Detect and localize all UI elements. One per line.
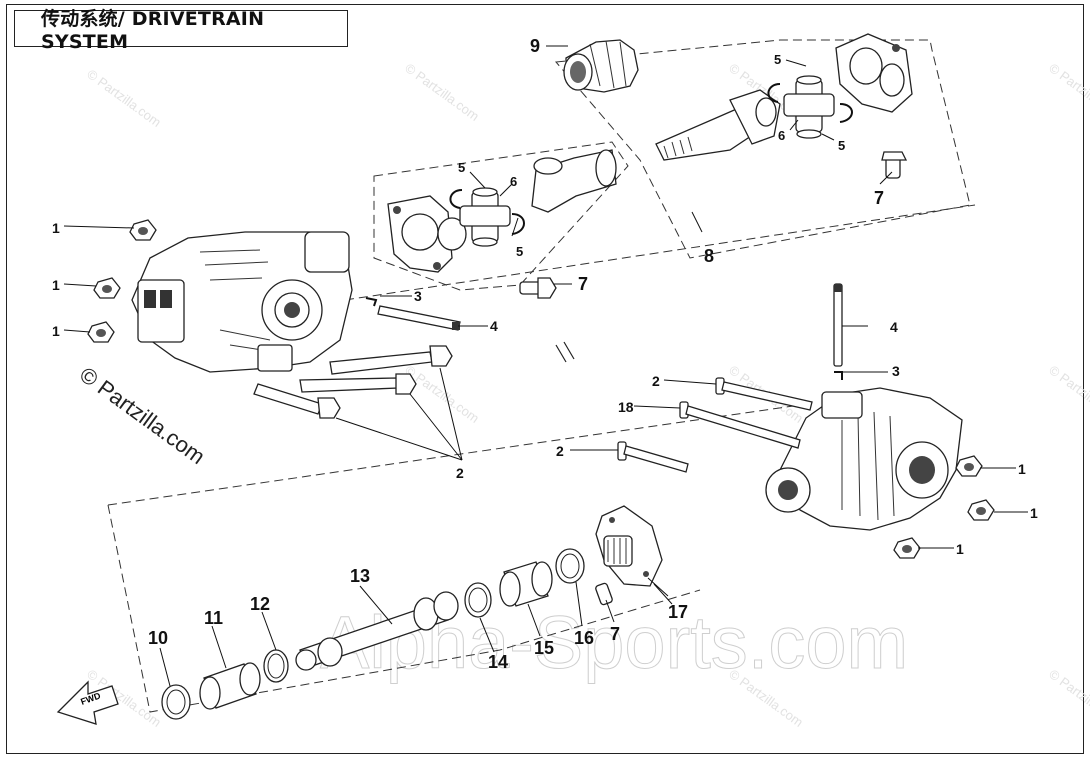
watermark-small-10: © Partzilla.com: [1046, 666, 1090, 730]
callout-14: 14: [488, 652, 508, 672]
forward-direction-arrow: FWD: [56, 680, 119, 725]
callout-3a: 3: [414, 288, 422, 304]
callout-10: 10: [148, 628, 168, 648]
slip-yoke-front: [531, 149, 617, 213]
callout-7b: 7: [874, 188, 884, 208]
callout-1c: 1: [52, 323, 60, 339]
callout-1d: 1: [1018, 461, 1026, 477]
front-differential-housing: [131, 231, 353, 373]
bolt-rear-long-2: [679, 401, 801, 449]
callout-2a: 2: [456, 465, 464, 481]
callout-1a: 1: [52, 220, 60, 236]
flange-yoke-front: [387, 195, 467, 273]
callout-13: 13: [350, 566, 370, 586]
callout-2c: 2: [556, 443, 564, 459]
callout-9: 9: [530, 36, 540, 56]
nut-rear-1: [955, 455, 983, 477]
spline-shaft-rear: [655, 89, 781, 161]
watermark-small-4: © Partzilla.com: [1046, 60, 1090, 124]
callout-3b: 3: [892, 363, 900, 379]
callout-4b: 4: [890, 319, 898, 335]
nut-rear-3: [893, 537, 921, 559]
bearing-15: [499, 561, 553, 607]
o-ring-14: [464, 582, 492, 618]
snap-ring-rear-2: [839, 103, 853, 123]
snap-ring-front-1: [449, 189, 463, 209]
diagram-frame: [6, 4, 1084, 754]
callout-8: 8: [704, 246, 714, 266]
callout-4a: 4: [490, 318, 498, 334]
callout-1f: 1: [956, 541, 964, 557]
o-ring-12: [263, 649, 289, 683]
callout-7a: 7: [578, 274, 588, 294]
dashed-link-long: [344, 204, 976, 301]
dashed-outline-rear-propshaft: [554, 39, 971, 259]
clip-front: [365, 297, 378, 307]
dashed-outline-axle: [107, 404, 801, 713]
watermark-small-1: © Partzilla.com: [84, 66, 164, 130]
callout-7c: 7: [610, 624, 620, 644]
callout-1b: 1: [52, 277, 60, 293]
clip-rear: [834, 371, 843, 380]
nut-rear-2: [967, 499, 995, 521]
bolt-front-long-2: [299, 373, 417, 395]
seal-ring-10: [161, 684, 191, 720]
callout-16: 16: [574, 628, 594, 648]
watermark-small-7: © Partzilla.com: [1046, 362, 1090, 426]
drive-shaft: [295, 591, 459, 671]
snap-ring-rear-1: [767, 83, 781, 103]
dashed-outline-front-propshaft: [373, 141, 629, 291]
callout-6b: 6: [778, 128, 785, 143]
break-mark: [555, 341, 575, 363]
bearing-sleeve-11: [199, 662, 261, 710]
callout-5c: 5: [774, 52, 781, 67]
bolt-rear-long-3: [617, 441, 689, 473]
callout-5a: 5: [458, 160, 465, 175]
flange-yoke-rear: [835, 33, 913, 113]
callout-17: 17: [668, 602, 688, 622]
leader-lines: [63, 45, 1028, 687]
pin-front: [377, 305, 461, 331]
diagram-title: 传动系统/ DRIVETRAIN SYSTEM: [14, 8, 348, 53]
universal-joint-rear: [783, 75, 835, 139]
callout-18: 18: [618, 399, 634, 415]
callout-15: 15: [534, 638, 554, 658]
bolt-propshaft-rear: [881, 151, 908, 179]
callout-12: 12: [250, 594, 270, 614]
seal-ring-16: [555, 548, 585, 584]
rear-differential-housing: [765, 387, 963, 531]
callout-2b: 2: [652, 373, 660, 389]
rubber-boot: [563, 39, 639, 93]
snap-ring-front-2: [511, 213, 525, 235]
callout-5d: 5: [838, 138, 845, 153]
pin-rear: [833, 283, 843, 367]
bolt-propshaft-front: [519, 277, 557, 299]
bolt-rear-long-1: [715, 377, 813, 411]
bolt-front-long-1: [329, 345, 453, 375]
watermark-small-2: © Partzilla.com: [402, 60, 482, 124]
universal-joint-front: [459, 187, 511, 247]
callout-1e: 1: [1030, 505, 1038, 521]
watermark-small-5: © Partzilla.com: [402, 362, 482, 426]
bolt-front-long-3: [253, 383, 341, 419]
output-flange: [595, 505, 663, 587]
nut-front-2: [93, 277, 121, 299]
nut-front-3: [87, 321, 115, 343]
callout-5b: 5: [516, 244, 523, 259]
callout-11: 11: [204, 608, 223, 628]
callout-6a: 6: [510, 174, 517, 189]
watermark-partzilla: © Partzilla.com: [75, 362, 210, 469]
nut-front-1: [129, 219, 157, 241]
